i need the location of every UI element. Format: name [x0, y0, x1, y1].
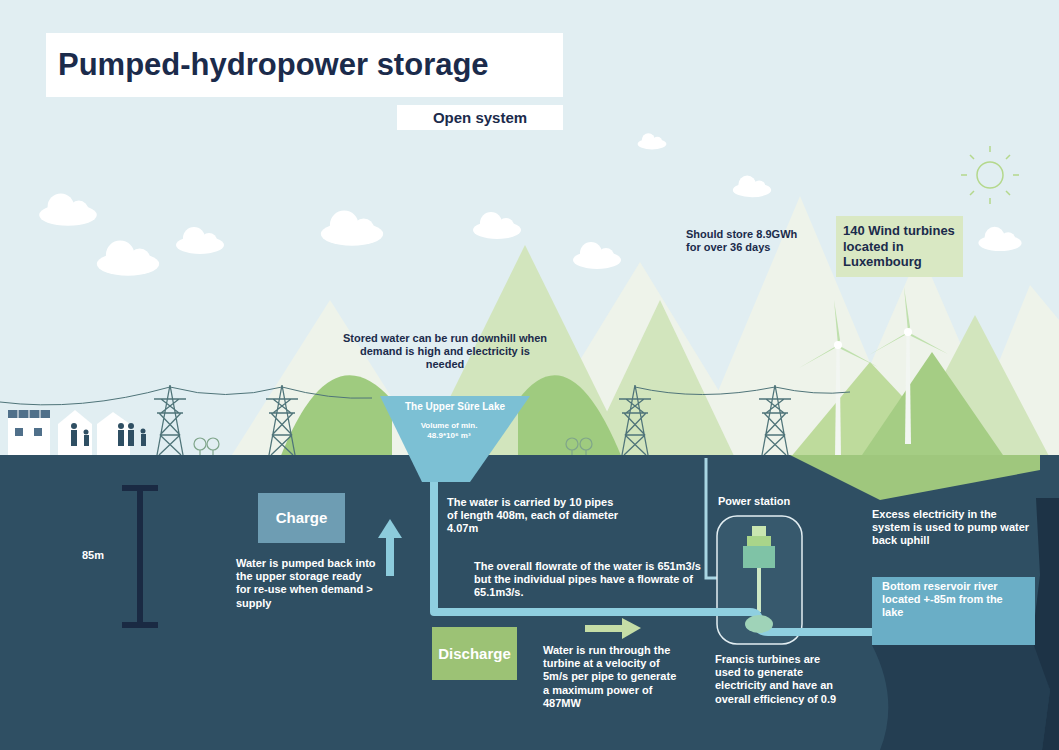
generator-body [743, 546, 775, 568]
box-text: Discharge [436, 645, 513, 663]
river-reservoir: Bottom reservoir river located +-85m fro… [872, 577, 1035, 645]
title-box: Pumped-hydropower storage [46, 33, 563, 97]
lake-volume: Volume of min. 48.9*10⁶ m³ [416, 421, 482, 440]
power-station: Power station [712, 492, 807, 646]
note-text: The overall flowrate of the water is 651… [474, 560, 702, 600]
box-text: Open system [403, 109, 557, 127]
lake-name: The Upper Sûre Lake [380, 396, 530, 413]
note-text: Francis turbines are used to generate el… [715, 653, 840, 706]
building-label: Power station [718, 495, 801, 508]
note-text: Should store 8.9GWh for over 36 days [686, 228, 811, 254]
francis-turbine [745, 615, 773, 633]
turbine-shaft [757, 568, 761, 612]
note-text: Excess electricity in the system is used… [872, 508, 1030, 548]
generator-cap [747, 536, 771, 546]
water-pipe [434, 480, 712, 612]
discharge-box: Discharge [432, 627, 517, 680]
box-text: 140 Wind turbines located in Luxembourg [843, 223, 956, 270]
subtitle-box: Open system [397, 105, 563, 130]
dimension-label: 85m [82, 549, 122, 562]
water-pipe [807, 628, 872, 636]
note-text: Stored water can be run downhill when de… [340, 332, 550, 372]
generator-top [752, 526, 766, 536]
note-text: Water is pumped back into the upper stor… [236, 557, 376, 610]
box-text: Bottom reservoir river located +-85m fro… [882, 580, 1005, 620]
title-text: Pumped-hydropower storage [58, 46, 489, 83]
charge-box: Charge [258, 493, 345, 543]
lake-water [380, 396, 530, 482]
note-text: Water is run through the turbine at a ve… [543, 644, 683, 710]
internal-pipe [712, 612, 807, 632]
building-wall [717, 516, 802, 644]
info-box: 140 Wind turbines located in Luxembourg [836, 216, 963, 277]
power-station-building [712, 514, 807, 646]
lake-shape: The Upper Sûre LakeVolume of min. 48.9*1… [380, 396, 530, 482]
box-text: Charge [262, 509, 341, 527]
note-text: The water is carried by 10 pipes of leng… [447, 496, 625, 536]
